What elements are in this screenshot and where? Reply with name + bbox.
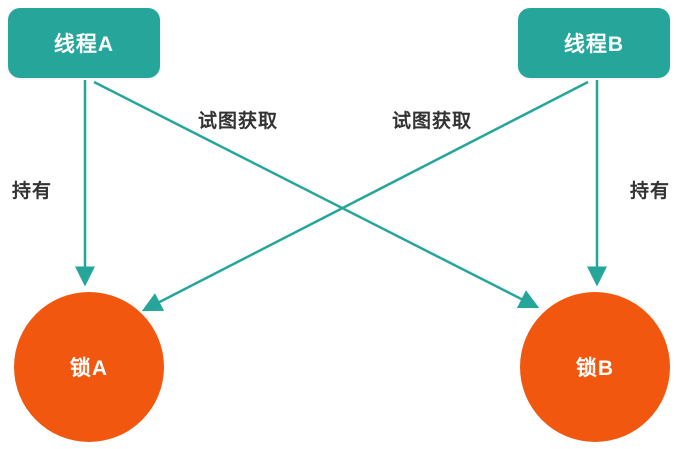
arrow-threadB-tries-lockA (141, 80, 589, 312)
node-lock-a: 锁A (14, 292, 164, 442)
node-thread-b-label: 线程B (563, 33, 625, 56)
edge-label-holds-a: 持有 (12, 181, 53, 202)
edge-label-tries-a-to-b: 试图获取 (198, 111, 279, 132)
edge-label-holds-b: 持有 (630, 181, 671, 202)
node-lock-a-label: 锁A (69, 357, 109, 380)
node-thread-b: 线程B (518, 8, 670, 78)
node-lock-b: 锁B (520, 292, 670, 442)
node-thread-a: 线程A (8, 8, 160, 78)
node-thread-a-label: 线程A (53, 33, 115, 56)
arrow-threadA-tries-lockB (93, 80, 540, 309)
edge-label-tries-b-to-a: 试图获取 (392, 111, 473, 132)
node-lock-b-label: 锁B (575, 357, 615, 380)
